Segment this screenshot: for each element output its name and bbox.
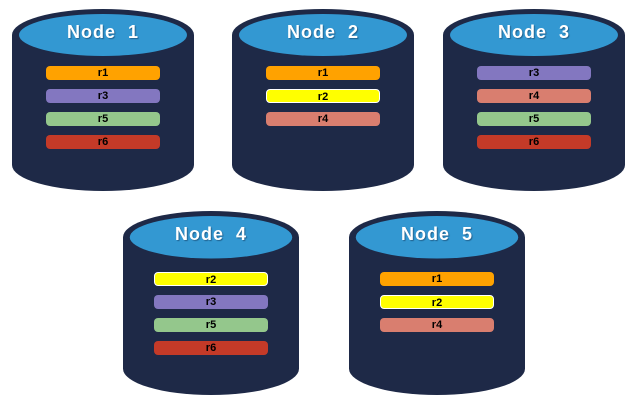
replica-bar-r3: r3	[46, 89, 160, 103]
replica-bar-r1: r1	[46, 66, 160, 80]
replica-bar-r5: r5	[154, 318, 268, 332]
replica-bar-r2: r2	[266, 89, 380, 103]
node-cylinder-5: Node 5 r1 r2 r4	[349, 211, 525, 395]
node-cylinder-3: Node 3 r3 r4 r5 r6	[443, 9, 625, 191]
node-cylinder-2: Node 2 r1 r2 r4	[232, 9, 414, 191]
replica-bar-r5: r5	[477, 112, 591, 126]
cylinder-top-ellipse	[450, 14, 618, 56]
node-title: Node 1	[66, 22, 139, 42]
replica-list: r2 r3 r5 r6	[154, 272, 268, 355]
replica-list: r1 r3 r5 r6	[46, 66, 160, 149]
replica-list: r1 r2 r4	[266, 66, 380, 126]
replica-list: r1 r2 r4	[380, 272, 494, 332]
replica-bar-r6: r6	[154, 341, 268, 355]
replica-bar-r3: r3	[154, 295, 268, 309]
replica-bar-r1: r1	[380, 272, 494, 286]
cylinder-top-ellipse	[129, 216, 293, 259]
node-cylinder-4: Node 4 r2 r3 r5 r6	[123, 211, 299, 395]
node-title: Node 2	[286, 22, 359, 42]
replica-bar-r1: r1	[266, 66, 380, 80]
node-title: Node 5	[400, 224, 473, 244]
replica-bar-r2: r2	[380, 295, 494, 309]
replica-bar-r3: r3	[477, 66, 591, 80]
replica-bar-r4: r4	[266, 112, 380, 126]
node-title: Node 4	[174, 224, 247, 244]
replica-bar-r4: r4	[477, 89, 591, 103]
node-title: Node 3	[497, 22, 570, 42]
replica-list: r3 r4 r5 r6	[477, 66, 591, 149]
node-cylinder-1: Node 1 r1 r3 r5 r6	[12, 9, 194, 191]
cylinder-top-ellipse	[19, 14, 187, 56]
replica-bar-r6: r6	[477, 135, 591, 149]
replica-bar-r6: r6	[46, 135, 160, 149]
replica-bar-r2: r2	[154, 272, 268, 286]
cylinder-top-ellipse	[239, 14, 407, 56]
cylinder-top-ellipse	[355, 216, 519, 259]
replica-bar-r5: r5	[46, 112, 160, 126]
replica-bar-r4: r4	[380, 318, 494, 332]
